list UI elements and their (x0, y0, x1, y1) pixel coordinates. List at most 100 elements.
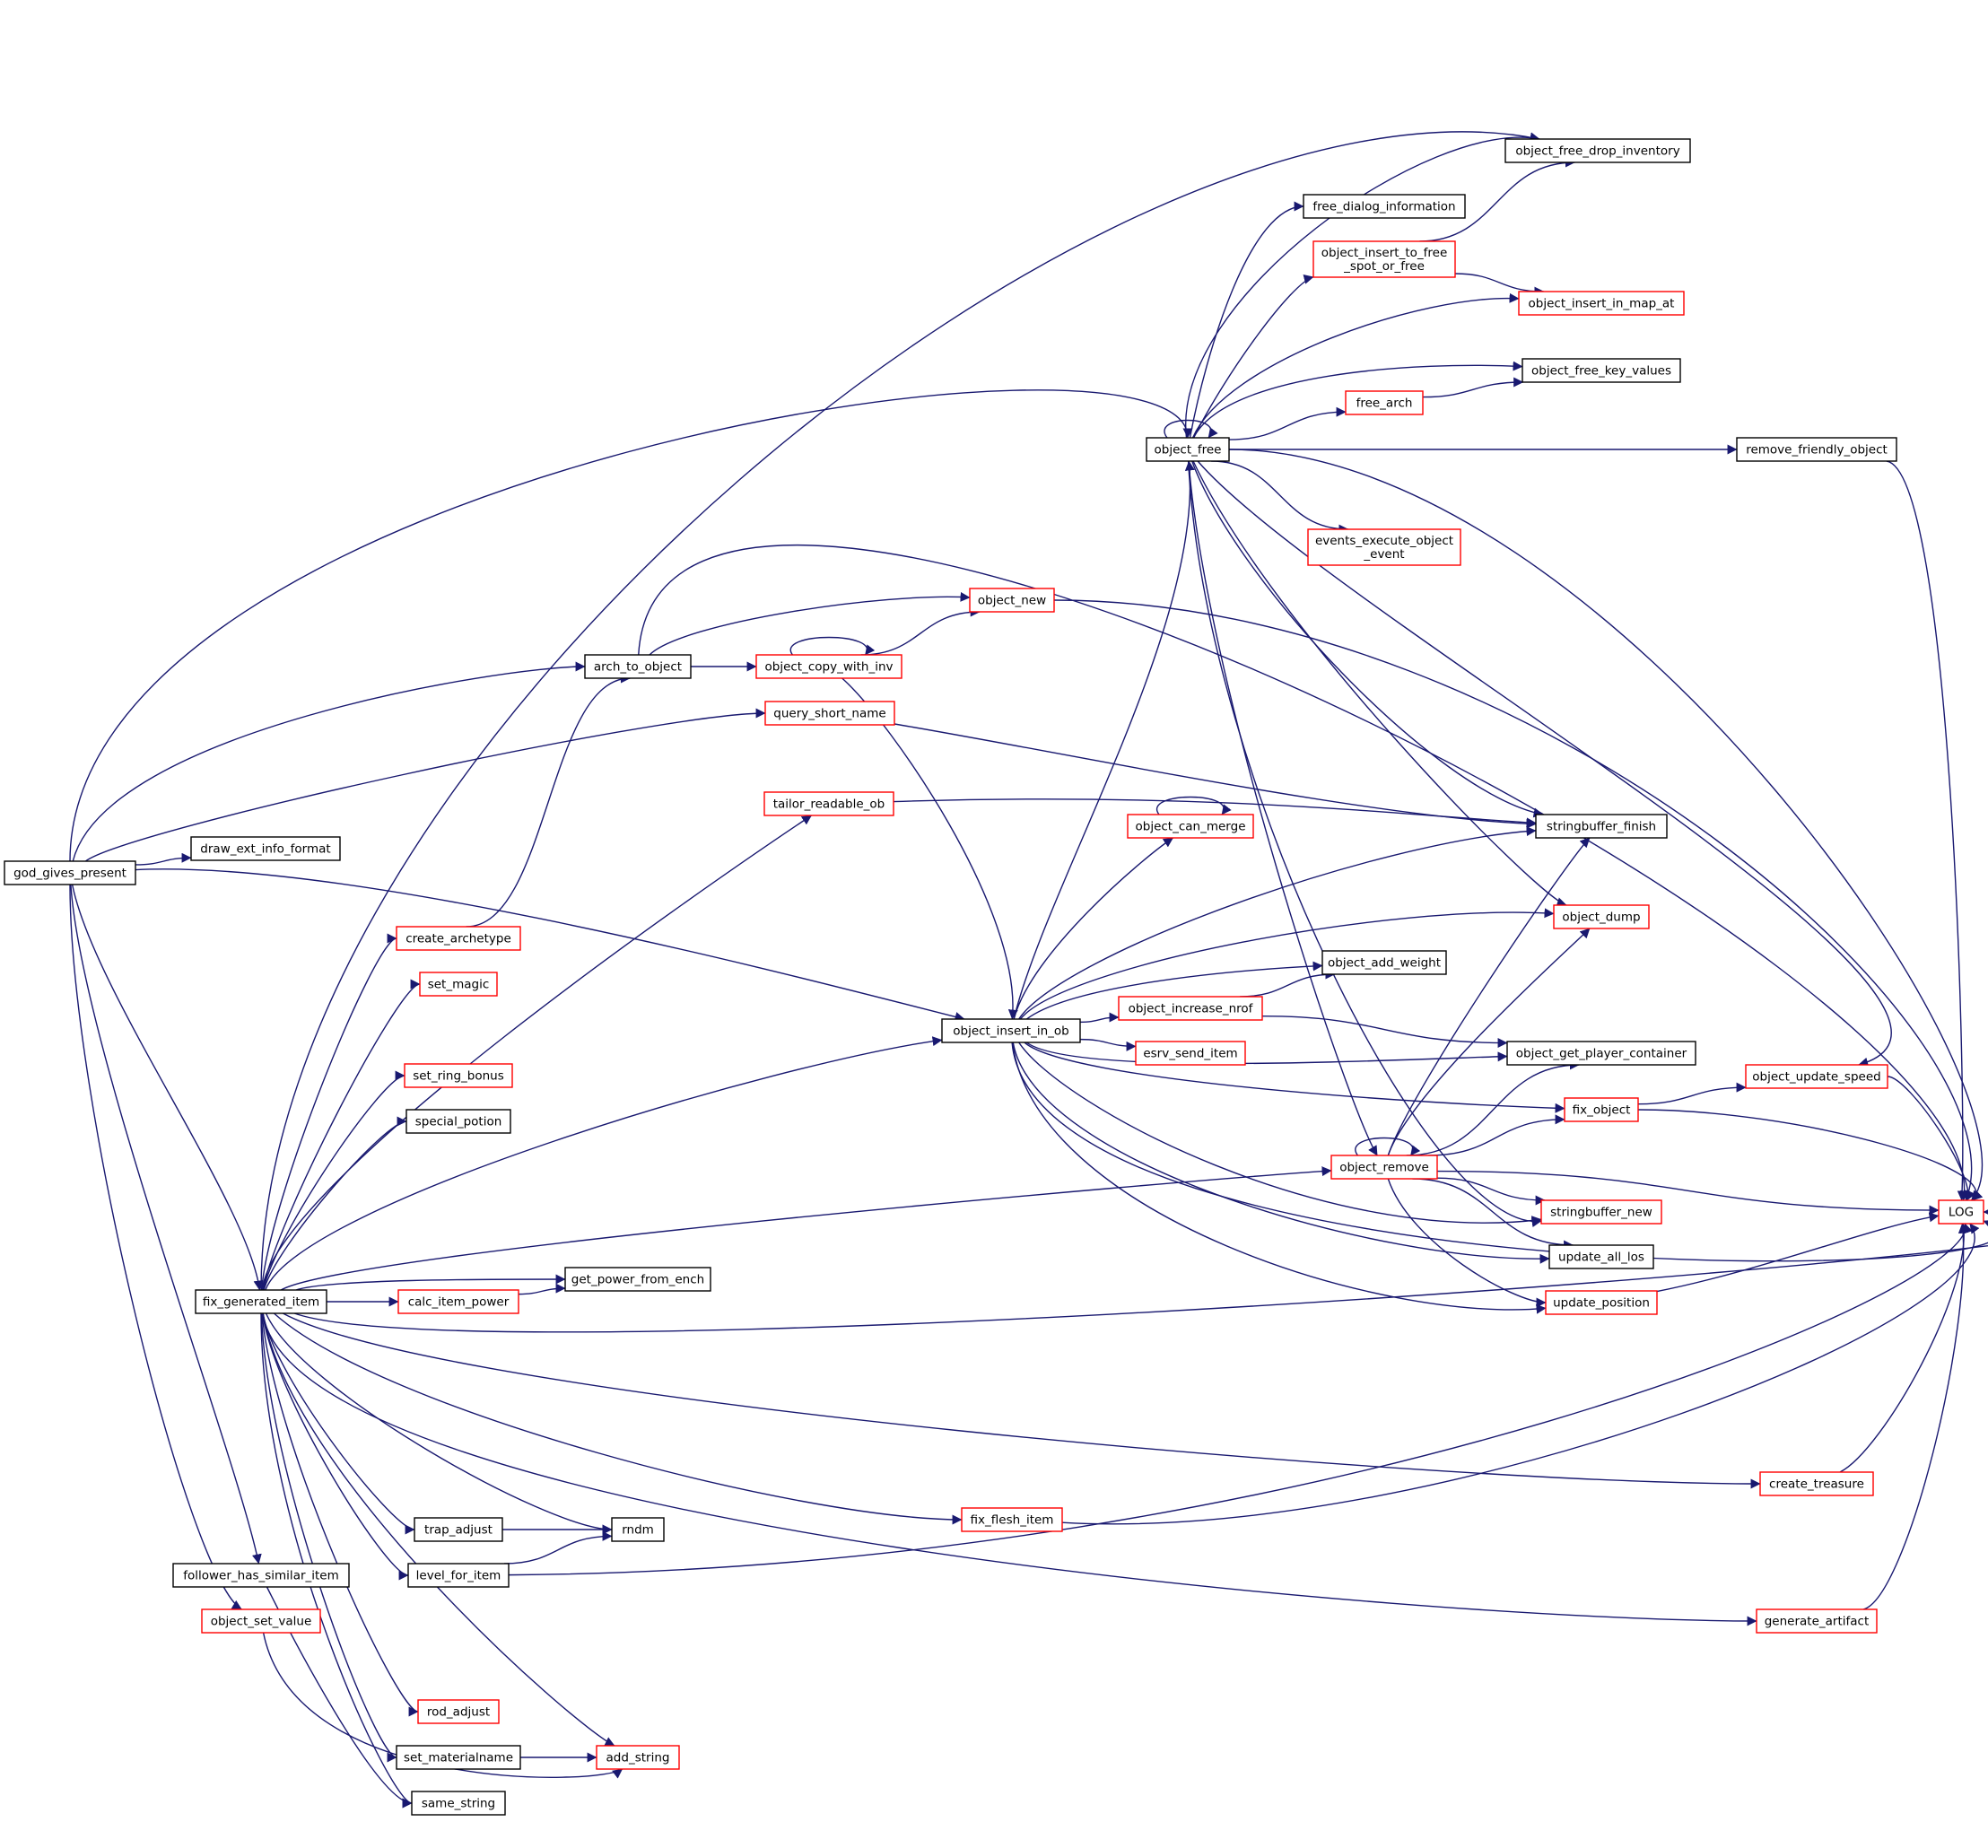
node-object_add_weight[interactable]: object_add_weight (1321, 950, 1447, 975)
node-label-object_increase_nrof: object_increase_nrof (1129, 1002, 1254, 1016)
node-box-add_string (596, 1745, 680, 1770)
node-events_execute_object_event[interactable]: events_execute_object_event (1307, 528, 1461, 566)
node-label-esrv_send_item: esrv_send_item (1143, 1047, 1237, 1061)
node-update_position[interactable]: update_position (1545, 1290, 1658, 1315)
node-tailor_readable_ob[interactable]: tailor_readable_ob (763, 791, 894, 816)
node-box-object_remove (1330, 1155, 1438, 1180)
node-box-rndm (611, 1517, 665, 1542)
edge-object_remove-to-object_get_player_container (1406, 1059, 1580, 1156)
node-object_copy_with_inv[interactable]: object_copy_with_inv (755, 654, 902, 679)
node-rndm[interactable]: rndm (611, 1517, 665, 1542)
edge-object_free-to-object_remove (1188, 460, 1378, 1156)
node-rod_adjust[interactable]: rod_adjust (417, 1699, 500, 1724)
node-box-rod_adjust (417, 1699, 500, 1724)
node-fix_flesh_item[interactable]: fix_flesh_item (961, 1507, 1063, 1532)
node-fix_generated_item[interactable]: fix_generated_item (195, 1289, 327, 1314)
node-label-object_free: object_free (1155, 443, 1222, 458)
node-set_ring_bonus[interactable]: set_ring_bonus (404, 1063, 513, 1088)
node-stringbuffer_new[interactable]: stringbuffer_new (1540, 1199, 1662, 1225)
node-box-trap_adjust (414, 1517, 503, 1542)
node-object_insert_in_map_at[interactable]: object_insert_in_map_at (1518, 291, 1685, 316)
node-special_potion[interactable]: special_potion (405, 1109, 511, 1134)
node-object_insert_to_free_spot_or_free[interactable]: object_insert_to_free_spot_or_free (1312, 240, 1456, 278)
node-god_gives_present[interactable]: god_gives_present (4, 860, 136, 885)
node-object_can_merge[interactable]: object_can_merge (1127, 814, 1254, 839)
node-box-stringbuffer_new (1540, 1199, 1662, 1225)
node-get_power_from_ench[interactable]: get_power_from_ench (564, 1267, 711, 1292)
node-trap_adjust[interactable]: trap_adjust (414, 1517, 503, 1542)
node-box-god_gives_present (4, 860, 136, 885)
node-create_treasure[interactable]: create_treasure (1759, 1471, 1874, 1496)
edge-object_free-to-object_free_key_values (1192, 361, 1523, 439)
node-query_short_name[interactable]: query_short_name (764, 701, 895, 726)
node-add_string[interactable]: add_string (596, 1745, 680, 1770)
node-box-object_insert_in_map_at (1518, 291, 1685, 316)
node-object_set_value[interactable]: object_set_value (201, 1608, 321, 1634)
node-object_free_drop_inventory[interactable]: object_free_drop_inventory (1504, 138, 1691, 163)
node-object_update_speed[interactable]: object_update_speed (1745, 1064, 1888, 1089)
node-object_free_key_values[interactable]: object_free_key_values (1522, 358, 1681, 383)
node-arch_to_object[interactable]: arch_to_object (584, 654, 692, 679)
node-box-object_new (969, 588, 1055, 613)
node-object_free[interactable]: object_free (1146, 437, 1230, 462)
edge-object_insert_in_ob-to-object_get_player_container (1025, 1042, 1508, 1065)
node-update_all_los[interactable]: update_all_los (1548, 1244, 1654, 1269)
edge-object_remove-to-update_all_los (1412, 1178, 1574, 1251)
node-label-fix_flesh_item: fix_flesh_item (971, 1513, 1054, 1528)
node-object_insert_in_ob[interactable]: object_insert_in_ob (941, 1018, 1081, 1043)
node-level_for_item[interactable]: level_for_item (407, 1563, 510, 1588)
node-draw_ext_info_format[interactable]: draw_ext_info_format (190, 836, 341, 861)
node-label-set_materialname: set_materialname (404, 1751, 513, 1765)
node-box-object_increase_nrof (1118, 996, 1263, 1021)
node-stringbuffer_finish[interactable]: stringbuffer_finish (1535, 814, 1668, 839)
node-object_remove[interactable]: object_remove (1330, 1155, 1438, 1180)
node-LOG[interactable]: LOG (1938, 1199, 1984, 1225)
node-object_increase_nrof[interactable]: object_increase_nrof (1118, 996, 1263, 1021)
node-label-fix_generated_item: fix_generated_item (203, 1295, 319, 1310)
node-box-level_for_item (407, 1563, 510, 1588)
node-set_materialname[interactable]: set_materialname (396, 1745, 521, 1770)
node-box-update_position (1545, 1290, 1658, 1315)
node-label-same_string: same_string (422, 1797, 495, 1811)
edge-object_remove-to-stringbuffer_new (1436, 1177, 1546, 1206)
edge-god_gives_present-to-object_insert_in_ob (135, 868, 965, 1022)
edge-object_insert_in_ob-to-object_add_weight (1025, 961, 1323, 1020)
node-box-calc_item_power (397, 1289, 519, 1314)
edge-tailor_readable_ob-to-stringbuffer_finish (893, 798, 1537, 828)
node-box-set_ring_bonus (404, 1063, 513, 1088)
node-object_new[interactable]: object_new (969, 588, 1055, 613)
node-esrv_send_item[interactable]: esrv_send_item (1135, 1041, 1246, 1066)
node-label-tailor_readable_ob: tailor_readable_ob (773, 798, 885, 812)
node-free_dialog_information[interactable]: free_dialog_information (1303, 194, 1466, 219)
node-label-events_execute_object_event-line-1: events_execute_object (1315, 534, 1453, 548)
edge-fix_generated_item-to-get_power_from_ench (295, 1274, 566, 1291)
edge-fix_object-to-object_update_speed (1637, 1082, 1747, 1105)
node-free_arch[interactable]: free_arch (1345, 390, 1424, 415)
edge-object_remove-to-stringbuffer_finish (1387, 837, 1591, 1156)
node-object_get_player_container[interactable]: object_get_player_container (1506, 1041, 1696, 1066)
node-fix_object[interactable]: fix_object (1564, 1097, 1639, 1122)
node-box-events_execute_object_event (1307, 528, 1461, 566)
node-label-free_dialog_information: free_dialog_information (1312, 200, 1455, 214)
edge-object_remove-to-fix_object (1428, 1114, 1565, 1156)
node-create_archetype[interactable]: create_archetype (396, 926, 521, 951)
edge-god_gives_present-to-arch_to_object (72, 661, 586, 862)
node-calc_item_power[interactable]: calc_item_power (397, 1289, 519, 1314)
node-set_magic[interactable]: set_magic (419, 972, 498, 997)
edge-object_insert_in_ob-to-object_free (1013, 460, 1195, 1020)
node-follower_has_similar_item[interactable]: follower_has_similar_item (172, 1563, 350, 1588)
node-label-object_set_value: object_set_value (211, 1615, 312, 1629)
edge-fix_generated_item-to-set_materialname (260, 1312, 397, 1763)
node-same_string[interactable]: same_string (411, 1791, 506, 1816)
node-object_dump[interactable]: object_dump (1553, 904, 1650, 929)
node-label-object_remove: object_remove (1339, 1161, 1429, 1175)
node-label-object_new: object_new (978, 594, 1046, 608)
edge-fix_generated_item-to-generate_artifact (262, 1312, 1757, 1626)
node-remove_friendly_object[interactable]: remove_friendly_object (1736, 437, 1897, 462)
edge-update_position-to-LOG (1656, 1212, 1940, 1293)
node-box-remove_friendly_object (1736, 437, 1897, 462)
node-label-add_string: add_string (606, 1751, 670, 1765)
node-label-object_can_merge: object_can_merge (1136, 820, 1246, 834)
node-generate_artifact[interactable]: generate_artifact (1756, 1608, 1878, 1634)
node-label-get_power_from_ench: get_power_from_ench (571, 1273, 704, 1287)
